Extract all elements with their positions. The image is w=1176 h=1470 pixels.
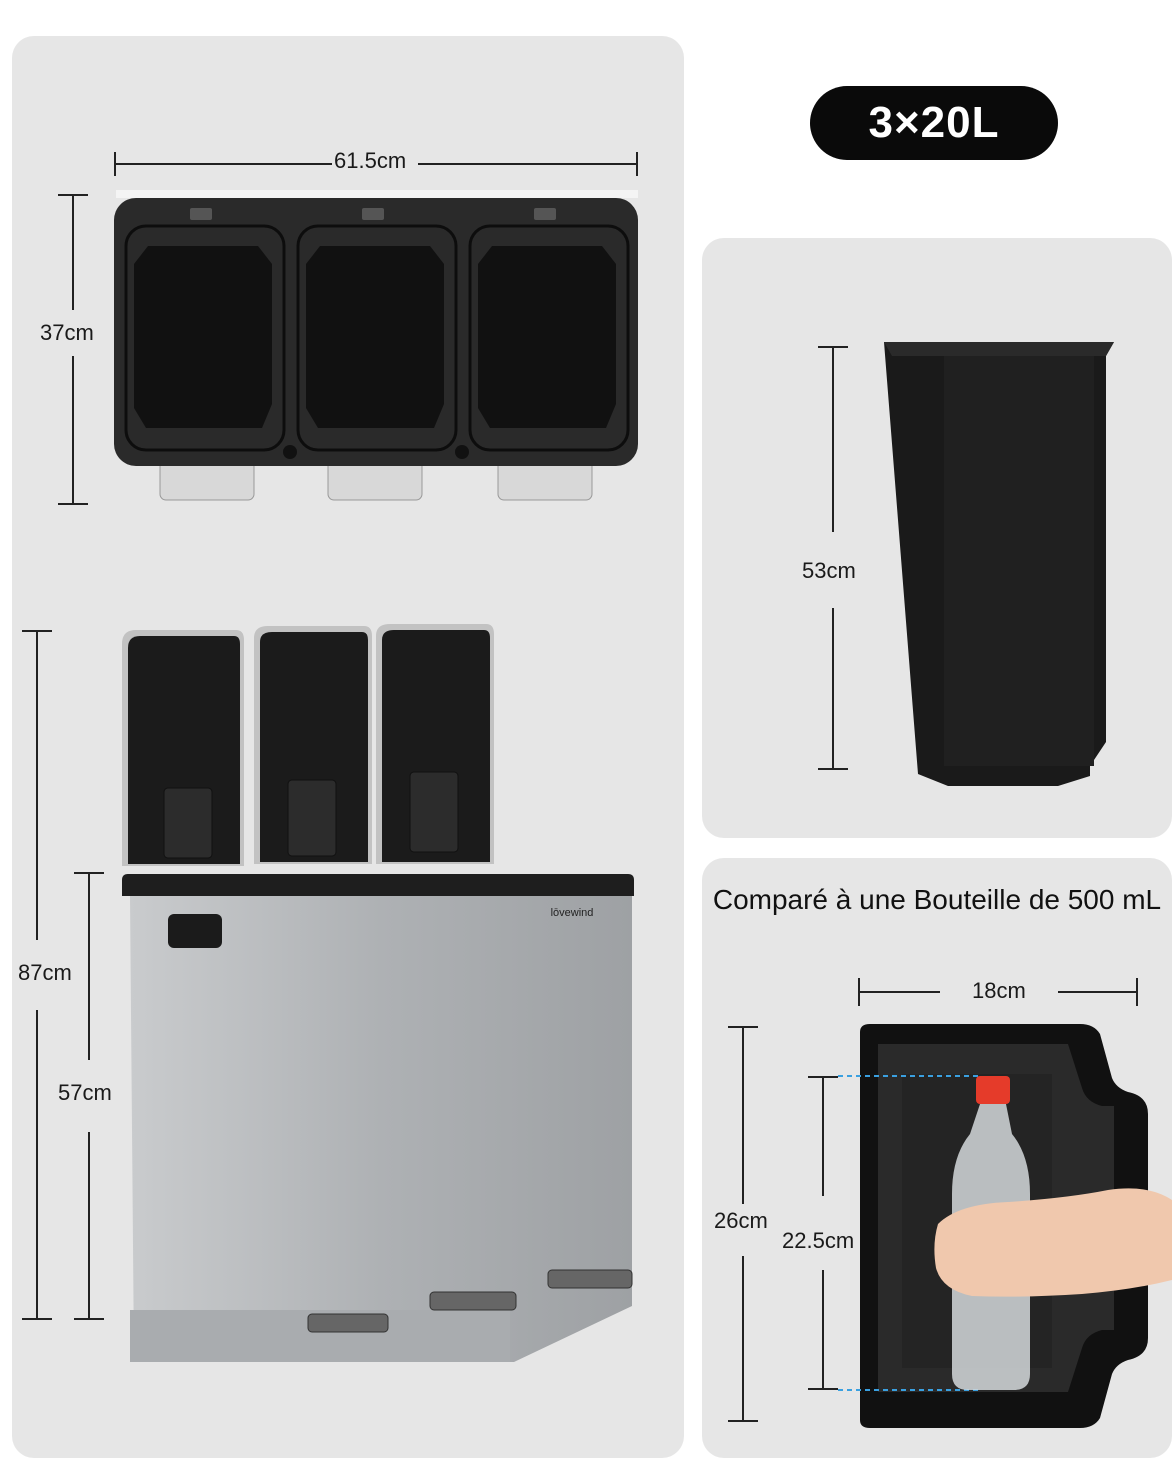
dim-tick xyxy=(636,152,638,176)
total-height-label: 87cm xyxy=(18,960,72,985)
bin-front-view-illustration: lōvewind xyxy=(122,624,634,1362)
dim-line xyxy=(36,1010,38,1320)
brand-logo: lōvewind xyxy=(551,907,594,919)
top-width-label: 61.5cm xyxy=(334,148,407,173)
dim-line xyxy=(114,163,332,165)
dim-line xyxy=(742,1256,744,1422)
dim-line xyxy=(72,356,74,504)
depth-label: 26cm xyxy=(714,1208,768,1233)
dim-line xyxy=(832,346,834,532)
dim-line xyxy=(822,1270,824,1390)
dim-line xyxy=(858,991,940,993)
body-height-label: 57cm xyxy=(58,1080,112,1105)
dim-line xyxy=(822,1076,824,1196)
dim-line xyxy=(88,872,90,1060)
comparison-caption: Comparé à une Bouteille de 500 mL xyxy=(712,884,1162,915)
capacity-badge: 3×20L xyxy=(810,86,1058,160)
inner-bin-height-label: 53cm xyxy=(802,558,856,583)
dim-line xyxy=(88,1132,90,1320)
top-depth-label: 37cm xyxy=(40,320,94,345)
width-label: 18cm xyxy=(972,978,1026,1003)
dim-line xyxy=(418,163,636,165)
dim-line xyxy=(72,194,74,310)
inner-bin-illustration xyxy=(884,342,1114,786)
dim-line xyxy=(36,630,38,940)
bin-top-view-illustration xyxy=(114,190,638,501)
bottle-in-bin-illustration xyxy=(838,1024,1172,1428)
dim-line xyxy=(832,608,834,770)
bottle-height-label: 22.5cm xyxy=(782,1228,855,1253)
dim-line xyxy=(742,1026,744,1204)
dim-line xyxy=(1058,991,1138,993)
dim-tick xyxy=(58,503,88,505)
